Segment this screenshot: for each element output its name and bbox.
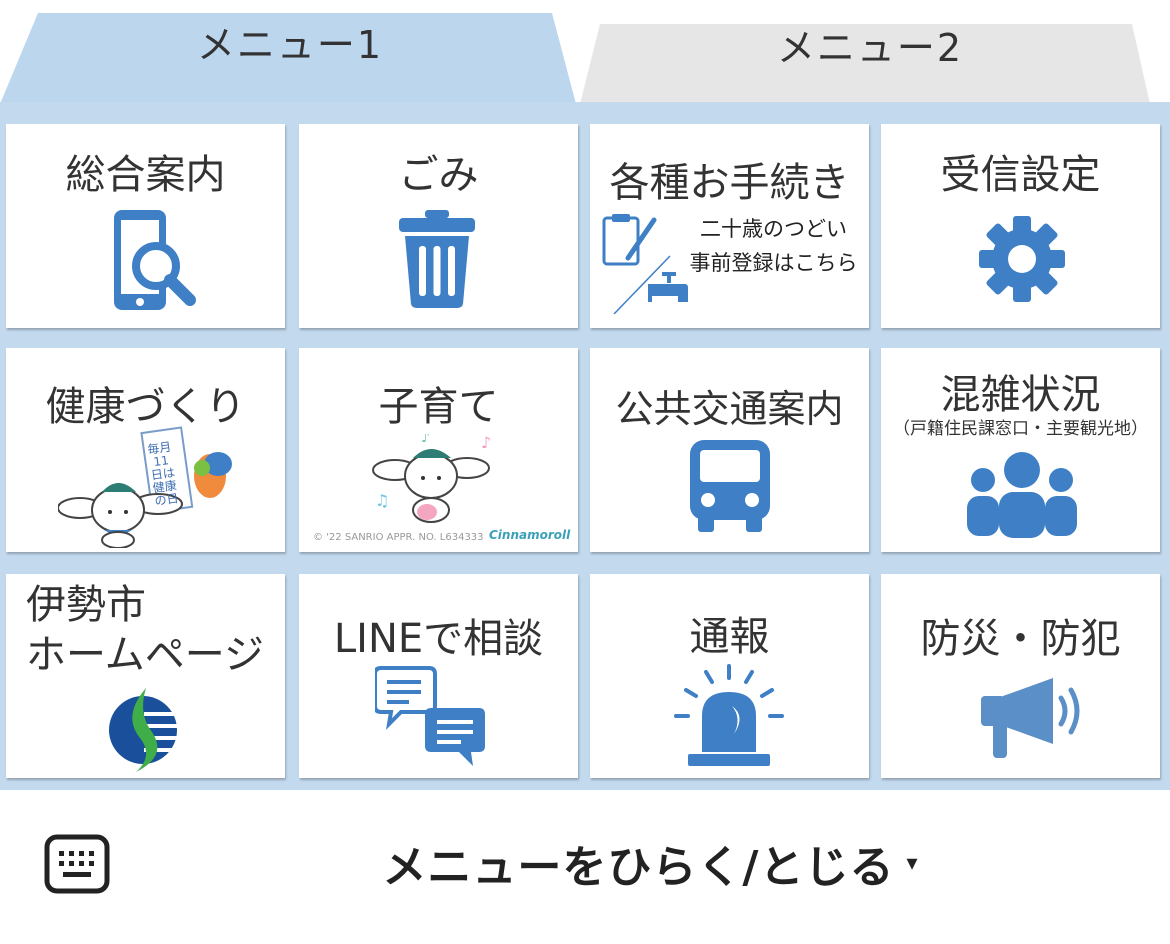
keyboard-toggle-button[interactable] [44, 834, 110, 894]
tile-city-homepage[interactable]: 伊勢市 ホームページ [6, 574, 285, 778]
svg-text:♪: ♪ [481, 434, 491, 452]
menu-open-close-label: メニューをひらく/とじる [382, 842, 895, 893]
tile-general-guide-title: 総合案内 [65, 152, 226, 198]
tile-procedures-title: 各種お手続き [609, 160, 850, 206]
tile-city-homepage-title: 伊勢市 ホームページ [26, 580, 264, 680]
tile-health-title: 健康づくり [45, 384, 246, 430]
tile-garbage[interactable]: ごみ [299, 124, 578, 328]
tab-menu-2-label: メニュー2 [776, 25, 964, 70]
menu-open-close-button[interactable]: メニューをひらく/とじる ▾ [300, 830, 1000, 896]
tile-report-title: 通報 [689, 614, 770, 660]
tile-report[interactable]: 通報 [590, 574, 869, 778]
chat-bubbles-icon [375, 666, 485, 766]
alarm-light-icon [674, 664, 784, 766]
tile-public-transit[interactable]: 公共交通案内 [590, 348, 869, 552]
clipboard-pen-icon [602, 214, 671, 314]
gear-icon [979, 216, 1065, 302]
tile-health[interactable]: 健康づくり 毎月11日は健康の日 [6, 348, 285, 552]
tile-public-transit-title: 公共交通案内 [615, 387, 844, 431]
tile-congestion-subtitle: （戸籍住民課窓口・主要観光地） [893, 419, 1148, 439]
tile-childcare[interactable]: 子育て ♪ ♫ ♪ © '22 SANRIO APPR. NO. L634333… [299, 348, 578, 552]
tab-menu-1-label: メニュー1 [196, 22, 384, 67]
people-group-icon [967, 452, 1077, 538]
coming-of-age-note-line1: 二十歳のつどい [700, 217, 847, 241]
tile-disaster-crime[interactable]: 防災・防犯 [881, 574, 1160, 778]
tile-disaster-crime-title: 防災・防犯 [920, 616, 1121, 662]
tile-general-guide[interactable]: 総合案内 [6, 124, 285, 328]
cinnamoroll-guitar-illustration: ♪ ♫ ♪ [372, 434, 491, 523]
trash-icon [399, 210, 475, 308]
ise-city-emblem-icon [109, 688, 178, 772]
tile-congestion-title: 混雑状況 [940, 372, 1101, 418]
tab-menu-2[interactable]: メニュー2 [570, 0, 1170, 104]
tab-menu-1[interactable]: メニュー1 [0, 0, 590, 104]
rich-menu-panel: 総合案内 ごみ 各種お手続き [0, 102, 1170, 790]
keyboard-icon [44, 834, 110, 894]
tile-line-consult-title: LINEで相談 [333, 616, 544, 662]
tile-city-homepage-title-line2: ホームページ [26, 632, 264, 678]
cinnamoroll-health-illustration [58, 426, 232, 548]
tab-bar: メニュー1 メニュー2 [0, 0, 1170, 104]
tab-menu-2-shape [580, 24, 1150, 104]
tile-notification-settings[interactable]: 受信設定 [881, 124, 1160, 328]
tile-childcare-title: 子育て [378, 384, 499, 430]
bottom-bar: メニューをひらく/とじる ▾ [0, 790, 1170, 944]
svg-text:♪: ♪ [421, 434, 430, 446]
tile-line-consult[interactable]: LINEで相談 [299, 574, 578, 778]
svg-text:♫: ♫ [375, 491, 389, 510]
tile-notification-settings-title: 受信設定 [940, 152, 1101, 198]
coming-of-age-note-line2: 事前登録はこちら [689, 251, 858, 275]
caret-down-icon: ▾ [906, 850, 918, 876]
bus-icon [690, 440, 770, 532]
tab-menu-1-shape [0, 13, 576, 104]
tile-procedures[interactable]: 各種お手続き 二十歳のつどい 事前登録はこちら [590, 124, 869, 328]
water-faucet-icon [648, 272, 688, 302]
tile-city-homepage-title-line1: 伊勢市 [26, 582, 146, 628]
tile-garbage-title: ごみ [398, 152, 479, 198]
coming-of-age-note[interactable]: 二十歳のつどい 事前登録はこちら [686, 212, 861, 280]
phone-search-icon [114, 210, 196, 310]
megaphone-icon [981, 678, 1080, 758]
cinnamoroll-logo: Cinnamoroll [489, 528, 571, 542]
sanrio-copyright: © '22 SANRIO APPR. NO. L634333 [313, 532, 484, 543]
tile-congestion[interactable]: 混雑状況 （戸籍住民課窓口・主要観光地） [881, 348, 1160, 552]
